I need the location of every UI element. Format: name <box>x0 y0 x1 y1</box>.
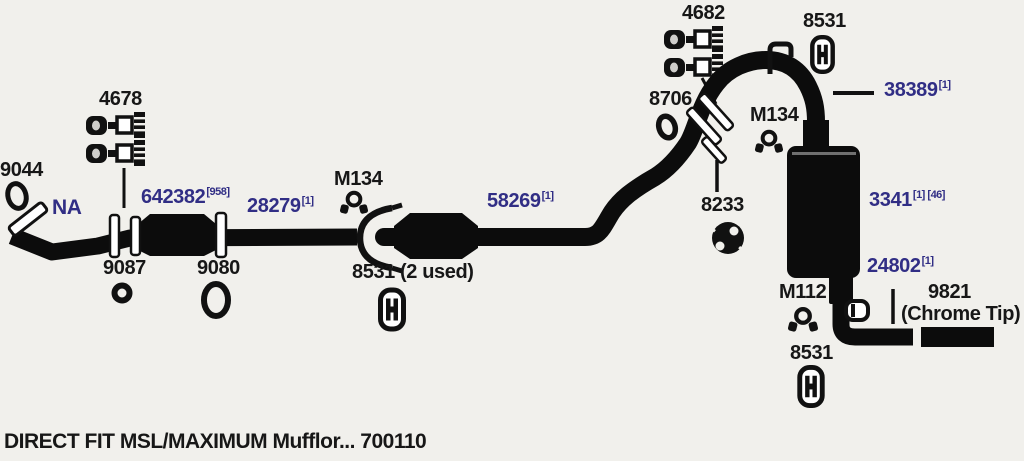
pipe-flange-collar <box>214 211 228 259</box>
flex-pipe-icon <box>138 214 216 256</box>
pipe-flange-collar <box>129 215 142 257</box>
hanger-bracket-icon-m134-left <box>338 190 370 215</box>
pipe-flange-collar <box>108 213 121 259</box>
part-link-58269[interactable]: 58269[1] <box>487 190 554 212</box>
tailpipe <box>832 296 913 346</box>
part-label-9087: 9087 <box>103 257 146 279</box>
bolt-kit-icon-4678 <box>86 112 147 166</box>
part-label-4678: 4678 <box>99 88 142 110</box>
part-label-na: NA <box>52 196 82 219</box>
part-label-8531-top: 8531 <box>803 10 846 32</box>
part-label-8233: 8233 <box>701 194 744 216</box>
part-link-38389[interactable]: 38389[1] <box>884 79 951 101</box>
front-flange-icon <box>7 201 49 237</box>
part-link-24802[interactable]: 24802[1] <box>867 255 934 277</box>
part-label-4682: 4682 <box>682 2 725 24</box>
part-label-m134-right: M134 <box>750 104 799 126</box>
rubber-hanger-icon-8531-bottom <box>800 367 822 405</box>
part-label-9821: 9821 <box>928 281 971 303</box>
part-label-8531-bottom: 8531 <box>790 342 833 364</box>
tailpipe-clamp-icon <box>844 299 870 322</box>
part-label-8706: 8706 <box>649 88 692 110</box>
part-link-3341[interactable]: 3341[1] [46] <box>869 189 945 211</box>
part-link-642382[interactable]: 642382[958] <box>141 186 230 208</box>
resonator-icon <box>394 213 478 259</box>
muffler-icon <box>787 120 860 304</box>
part-label-chrome-tip: (Chrome Tip) <box>901 303 1021 325</box>
part-label-m112: M112 <box>779 281 827 303</box>
donut-gasket-icon-9080 <box>201 281 231 319</box>
part-label-9044: 9044 <box>0 159 43 181</box>
hook-rod-icon <box>767 41 794 74</box>
product-title-caption: DIRECT FIT MSL/MAXIMUM Mufflor... 700110 <box>4 430 427 453</box>
flange-gasket-ring-icon <box>5 181 29 211</box>
donut-gasket-icon-8706 <box>655 113 679 141</box>
pipe-clamp-icon <box>356 202 403 274</box>
two-bolt-flange-gasket-icon <box>710 222 744 254</box>
rubber-hanger-icon-8531-mid <box>381 290 404 329</box>
pipe-flange-collar <box>697 92 735 132</box>
donut-gasket-icon-9087 <box>111 282 133 304</box>
rubber-hanger-icon-8531-top <box>812 37 832 72</box>
intermediate-pipe <box>375 51 825 246</box>
pipe-flange-collar <box>685 106 723 146</box>
hanger-bracket-icon-m134-right <box>753 129 785 154</box>
part-link-28279[interactable]: 28279[1] <box>247 195 314 217</box>
part-label-8531-mid: 8531 (2 used) <box>352 261 474 283</box>
part-label-9080: 9080 <box>197 257 240 279</box>
pipe-flange-collar <box>700 136 728 164</box>
bolt-kit-icon-4682 <box>664 26 725 80</box>
part-label-m134-left: M134 <box>334 168 383 190</box>
hanger-bracket-icon-m112 <box>787 309 818 332</box>
